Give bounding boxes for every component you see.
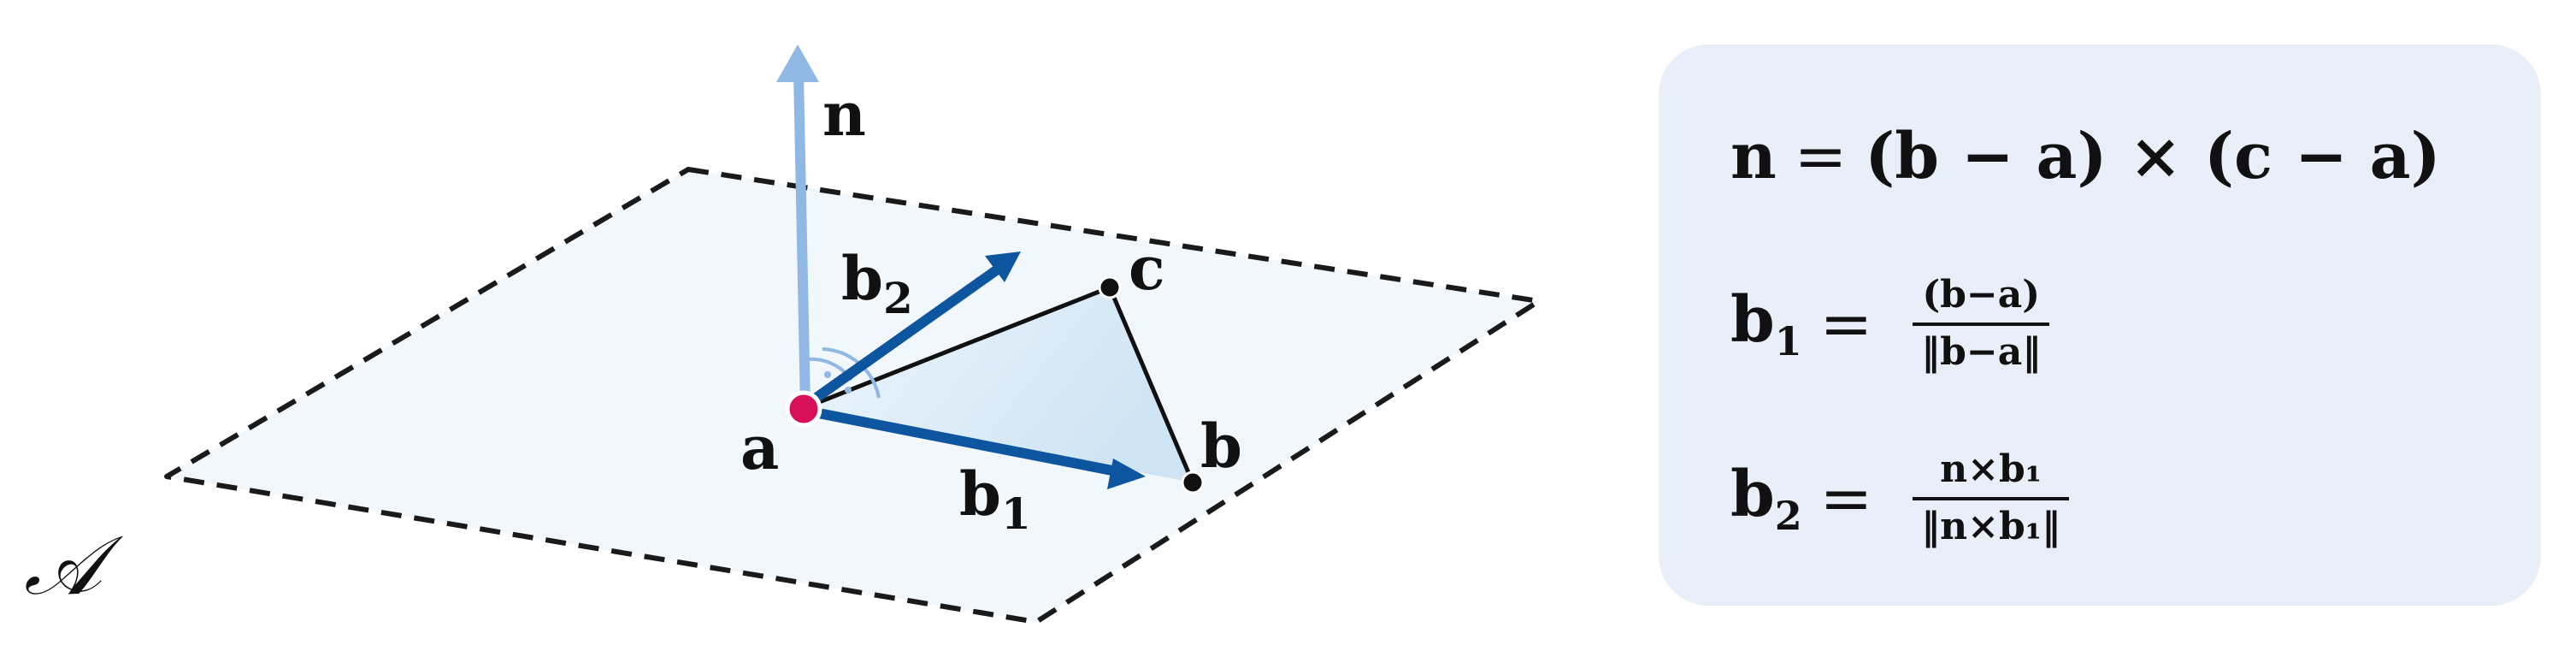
b2-label: b2 (841, 243, 913, 323)
normal-arrowhead (776, 44, 819, 82)
b2-formula: b2 = n×b₁ ‖n×b₁‖ (1730, 447, 2070, 549)
formula-panel: n = (b − a) × (c − a) b1 = (b−a) ‖b−a‖ b… (1659, 44, 2541, 606)
normal-vector (793, 68, 811, 412)
normal-formula-rhs: (b − a) × (c − a) (1865, 120, 2441, 193)
b1-label: b1 (959, 459, 1031, 539)
point-a-marker (785, 390, 822, 428)
point-c-label: c (1129, 233, 1165, 304)
b2-formula-denominator: ‖n×b₁‖ (1913, 496, 2070, 549)
b1-formula-lhs-sub: 1 (1774, 318, 1802, 365)
b1-arrowhead (1107, 459, 1146, 489)
normal-formula-lhs: n (1730, 120, 1777, 193)
b1-label-base: b (959, 459, 1001, 530)
b1-formula-numerator: (b−a) (1922, 273, 2041, 317)
b1-label-sub: 1 (1001, 488, 1031, 539)
triangle-abc (802, 287, 1193, 482)
point-a-label: a (740, 412, 779, 483)
b2-formula-equals: = (1819, 461, 1873, 536)
normal-formula: n = (b − a) × (c − a) (1730, 120, 2441, 193)
normal-formula-equals: = (1794, 120, 1848, 193)
plane-diagram: 𝒜 n b2 b1 a b c (24, 44, 1541, 624)
b1-formula-fraction: (b−a) ‖b−a‖ (1913, 273, 2050, 375)
b1-formula-denominator: ‖b−a‖ (1913, 322, 2050, 375)
point-c-marker (1098, 275, 1122, 299)
b2-vector (800, 263, 1004, 411)
edge-a-c (801, 285, 1111, 411)
b2-label-sub: 2 (883, 273, 913, 323)
b2-formula-lhs-sub: 2 (1774, 493, 1802, 540)
point-b-marker (1181, 470, 1205, 494)
right-angle-dot (824, 371, 831, 378)
b2-formula-lhs-base: b (1730, 458, 1775, 532)
right-angle-dot (845, 387, 852, 394)
b2-formula-fraction: n×b₁ ‖n×b₁‖ (1913, 447, 2070, 549)
b1-formula-lhs: b1 (1730, 283, 1802, 364)
b1-formula: b1 = (b−a) ‖b−a‖ (1730, 273, 2050, 375)
b1-formula-equals: = (1819, 287, 1873, 361)
plane-label: 𝒜 (24, 518, 124, 613)
b2-arrowhead (985, 252, 1021, 282)
b2-formula-numerator: n×b₁ (1940, 447, 2043, 491)
b1-vector (800, 405, 1122, 476)
b2-formula-lhs: b2 (1730, 458, 1802, 539)
point-b-label: b (1200, 411, 1242, 482)
normal-label: n (822, 79, 866, 150)
b1-formula-lhs-base: b (1730, 283, 1775, 358)
b2-label-base: b (841, 243, 883, 314)
edge-c-b (1107, 287, 1195, 483)
